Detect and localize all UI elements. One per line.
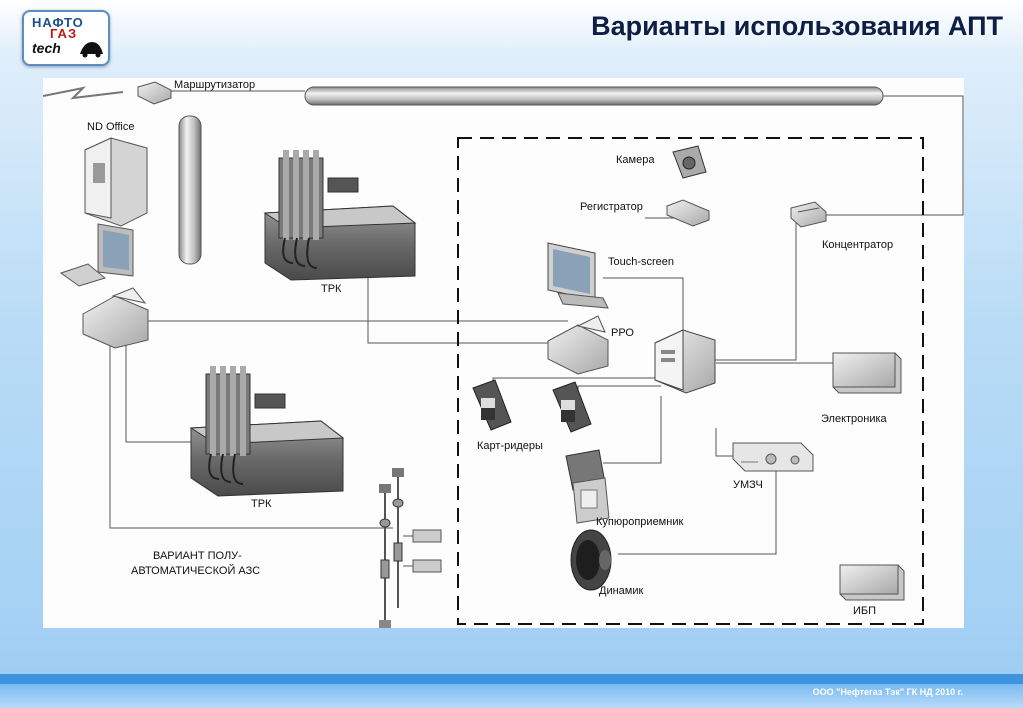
footer-copyright: ООО "Нефтегаз Тэк" ГК НД 2010 г.: [812, 687, 963, 697]
footer-stripe: [0, 674, 1023, 684]
label-ups: ИБП: [853, 605, 877, 617]
system-diagram: Маршрутизатор ND Office ТРК ТРК Камера Р…: [43, 78, 964, 628]
logo-line-1: НАФТО: [32, 15, 84, 30]
rro-printer-icon: [547, 315, 609, 375]
amplifier-icon: [732, 442, 814, 472]
network-bus-pipe: [304, 86, 884, 106]
fuel-dispenser-top-icon: [263, 150, 417, 281]
wireless-icon: [43, 86, 124, 100]
label-amplifier: УМЗЧ: [733, 479, 763, 491]
touchscreen-icon: [547, 242, 609, 309]
label-variant-line-2: АВТОМАТИЧЕСКОЙ АЗС: [131, 565, 261, 577]
controller-pc-icon: [654, 329, 716, 394]
label-speaker: Динамик: [599, 585, 644, 597]
slide-title: Варианты использования АПТ: [591, 11, 1003, 41]
camera-icon: [672, 145, 707, 179]
office-server-icon: [84, 137, 148, 227]
ups-box-icon: [839, 564, 905, 601]
label-trk-bottom: ТРК: [251, 498, 272, 510]
electronics-box-icon: [832, 352, 902, 394]
office-workstation-icon: [59, 223, 134, 287]
label-electronics: Электроника: [821, 413, 887, 425]
office-link-pipe: [178, 115, 202, 265]
logo-line-2: ГАЗ: [50, 26, 78, 41]
label-recorder: Регистратор: [580, 201, 643, 213]
automatic-zone-boundary: [457, 137, 924, 625]
logo-car-icon: [80, 42, 103, 58]
label-rro: РРО: [611, 327, 634, 339]
label-router: Маршрутизатор: [174, 79, 256, 91]
bill-acceptor-icon: [565, 449, 610, 524]
recorder-icon: [666, 199, 710, 227]
speaker-icon: [570, 529, 612, 591]
level-sensor-icon: [379, 468, 442, 628]
label-touchscreen: Touch-screen: [608, 256, 675, 268]
logo-line-3: tech: [32, 40, 61, 56]
card-reader-1-icon: [472, 379, 512, 431]
fuel-dispenser-bottom-icon: [189, 366, 345, 497]
label-office: ND Office: [87, 121, 135, 133]
label-hub: Концентратор: [822, 239, 894, 251]
label-bill-acceptor: Купюроприемник: [596, 516, 684, 528]
router-icon: [137, 81, 172, 105]
hub-icon: [790, 201, 827, 228]
card-reader-2-icon: [552, 381, 592, 433]
label-trk-top: ТРК: [321, 283, 342, 295]
label-camera: Камера: [616, 154, 655, 166]
label-variant-line-1: ВАРИАНТ ПОЛУ-: [153, 550, 242, 562]
office-printer-icon: [82, 287, 149, 349]
diagram-drawing: [43, 81, 964, 628]
company-logo: НАФТО ГАЗ tech: [22, 10, 110, 66]
label-card-readers: Карт-ридеры: [477, 440, 543, 452]
